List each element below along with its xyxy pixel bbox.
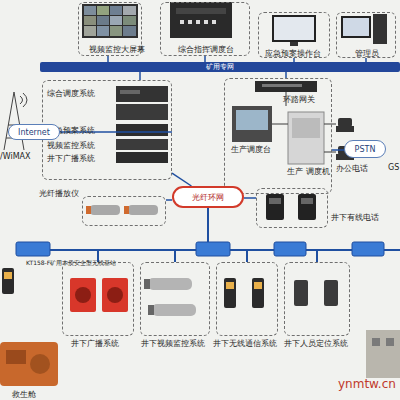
radio-tower [4, 92, 27, 150]
node-text: 光纤环网 [174, 193, 242, 202]
watermark: ynmtw.cn [338, 378, 396, 391]
device-box: 视频监控大屏幕 [78, 2, 142, 56]
connector [332, 149, 344, 151]
node-text: 管理员 [355, 49, 379, 58]
cloud-node: Internet [8, 124, 60, 140]
system-box: 环路网关生产调度台生产 调度机 [224, 78, 332, 194]
wire [272, 92, 336, 152]
locator-tag [294, 280, 338, 306]
speaker [70, 278, 128, 312]
node-text: 生产调度台 [231, 145, 271, 154]
node-text: 视频监控大屏幕 [89, 45, 145, 54]
node-text: 井下人员定位系统 [284, 339, 348, 348]
camera [86, 205, 158, 215]
network-switch [255, 81, 317, 92]
rack-equipment [116, 86, 168, 163]
system-box: 井下人员定位系统 [284, 262, 350, 336]
system-box: 井下视频监控系统 [140, 262, 210, 336]
video-wall [82, 4, 138, 38]
node-text: 井下无线通信系统 [213, 339, 277, 348]
node-text: 生产 调度机 [287, 167, 330, 176]
annotation-label: 救生舱 [12, 390, 36, 399]
system-box: 综合调度系统应急预案系统视频监控系统井下广播系统 [42, 80, 172, 180]
device-box: 应急预案操作台 [258, 12, 330, 58]
node-text: 井下有线电话 [331, 213, 379, 222]
telephone [266, 194, 316, 220]
console-cabinet [170, 2, 232, 38]
node-text: 视频监控系统 [47, 141, 95, 150]
node-text: Internet [9, 128, 59, 137]
monitor [272, 15, 316, 46]
device-box: 综合指挥调度台 [160, 2, 250, 56]
node-text: PSTN [345, 145, 385, 154]
building [366, 330, 400, 378]
annotation-label: GS [388, 163, 399, 172]
annotation-label: /WiMAX [0, 152, 31, 161]
system-box: 井下广播系统 [62, 262, 134, 336]
connector [244, 197, 256, 199]
handheld-phone [2, 268, 14, 294]
camera [144, 278, 196, 316]
node-text: 综合调度系统 [47, 89, 95, 98]
network-band: 矿用专网 [40, 62, 400, 72]
computer [341, 14, 387, 44]
node-text: 井下广播系统 [71, 339, 119, 348]
node-text: 矿用专网 [40, 63, 400, 72]
node-text: 井下广播系统 [47, 154, 95, 163]
connector [172, 173, 191, 186]
radio-handset [224, 278, 264, 308]
base-station [16, 242, 384, 256]
fiber-ring: 光纤环网 [172, 186, 244, 208]
node-text: 井下视频监控系统 [141, 339, 205, 348]
device-box: 管理员 [336, 12, 396, 58]
device-box: 井下有线电话 [256, 188, 328, 228]
dispatcher-cabinet [288, 112, 324, 164]
annotation-label: 办公电话 [336, 164, 368, 173]
node-text: 环路网关 [283, 95, 315, 104]
connector [166, 199, 172, 201]
cloud-node: PSTN [344, 140, 386, 158]
annotation-label: KT158-F矿用本质安全型无线基站 [26, 259, 116, 266]
rescue-capsule [0, 342, 58, 386]
node-text: 光纤播放仪 [39, 189, 79, 198]
node-text: 应急预案操作台 [265, 49, 321, 58]
node-text: 综合指挥调度台 [178, 45, 234, 54]
dispatch-console [232, 106, 272, 142]
system-box: 井下无线通信系统 [216, 262, 278, 336]
trunk-line [20, 208, 400, 262]
device-box: 光纤播放仪 [82, 196, 166, 226]
connector [139, 72, 141, 80]
